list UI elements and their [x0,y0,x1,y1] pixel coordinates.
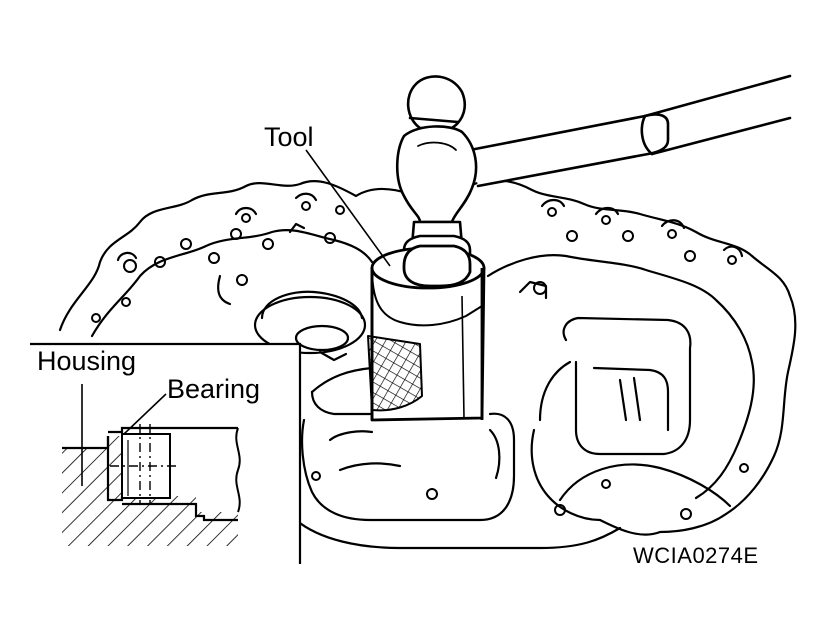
tool-leader-line [305,149,391,267]
bearing-label: Bearing [167,374,261,404]
transmission-case [58,179,797,550]
tool-label: Tool [264,122,314,152]
figure-code: WCIA0274E [633,543,759,568]
bolt-holes [91,201,749,520]
housing-label: Housing [37,346,137,376]
bearing-leader-line [123,393,167,435]
tool-drift [367,244,486,422]
hammer [395,74,792,280]
inset-cross-section [30,342,302,564]
